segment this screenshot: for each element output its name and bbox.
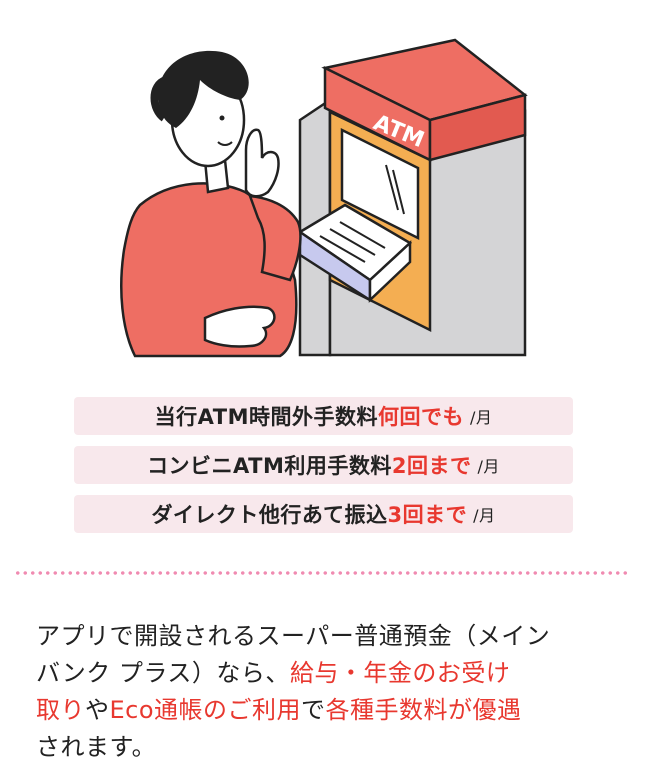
benefit-unit: /月 — [477, 457, 500, 476]
atm-screen — [340, 127, 420, 241]
description-highlight: Eco通帳のご利用 — [109, 696, 302, 724]
description-highlight: 取り — [36, 696, 85, 724]
atm-sign-side — [428, 93, 527, 162]
person-hand — [244, 128, 280, 198]
description-segment: されます。 — [36, 733, 157, 761]
description-highlight: 給与・年金のお受け — [289, 659, 511, 687]
benefit-highlight: 何回でも — [377, 405, 464, 429]
benefit-highlight: 2回まで — [391, 454, 472, 478]
benefit-label: 当行ATM時間外手数料 — [154, 405, 378, 429]
description-segment: アプリで開設されるスーパー普通預金（メイン — [36, 622, 551, 650]
person-arm — [248, 194, 302, 282]
description-highlight: 各種手数料が優遇 — [325, 696, 522, 724]
description-segment: で — [301, 696, 326, 724]
benefit-label: ダイレクト他行あて振込 — [151, 503, 388, 527]
benefit-row: コンビニATM利用手数料 2回まで /月 — [74, 446, 573, 484]
description-segment: や — [85, 696, 110, 724]
benefit-highlight: 3回まで — [387, 503, 468, 527]
benefit-unit: /月 — [473, 506, 496, 525]
benefit-unit: /月 — [469, 408, 493, 427]
description-text: アプリで開設されるスーパー普通預金（メイン バンク プラス）なら、給与・年金のお… — [36, 618, 616, 766]
person-hair — [158, 50, 249, 128]
atm-illustration: ATM — [120, 38, 528, 358]
dotted-divider — [14, 570, 631, 576]
benefit-row: ダイレクト他行あて振込 3回まで /月 — [74, 495, 573, 533]
benefit-label: コンビニATM利用手数料 — [147, 454, 392, 478]
description-segment: バンク プラス）なら、 — [36, 659, 290, 687]
person-lower-hand — [203, 305, 276, 348]
benefit-row: 当行ATM時間外手数料 何回でも /月 — [74, 397, 573, 435]
